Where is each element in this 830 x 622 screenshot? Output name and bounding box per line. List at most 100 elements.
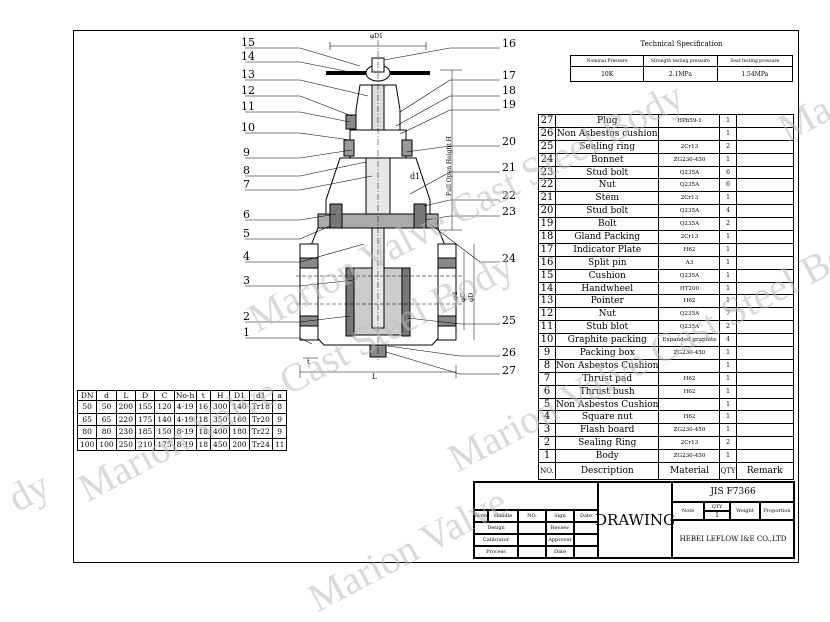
tb-no: NO. <box>518 510 546 522</box>
parts-cell-qty: 1 <box>719 449 737 464</box>
parts-cell-mat <box>658 397 721 412</box>
parts-cell-qty: 1 <box>719 126 737 141</box>
callout: 15 <box>241 36 255 49</box>
callout: 6 <box>243 208 250 221</box>
tb-process: Process <box>474 546 518 558</box>
dim-label-t: t <box>307 358 310 366</box>
parts-header-mat: Material <box>658 462 721 481</box>
tb-review: Review <box>546 522 574 534</box>
parts-cell-mat: 2Cr13 <box>658 139 721 154</box>
tb-design: Design <box>474 522 518 534</box>
dims-cell: 80 <box>76 425 98 439</box>
parts-cell-qty: 1 <box>719 371 737 386</box>
parts-cell-mat: Q235A <box>658 204 721 219</box>
parts-cell-desc: Body <box>554 449 660 464</box>
parts-cell-desc: Stem <box>554 191 660 206</box>
parts-cell-qty: 1 <box>719 230 737 244</box>
callout: 8 <box>243 164 250 177</box>
callout: 1 <box>243 326 250 339</box>
parts-cell-mat: Q235A <box>658 217 721 232</box>
dims-header: a <box>271 390 288 401</box>
parts-cell-mat: H62 <box>658 410 721 425</box>
parts-cell-remark <box>735 346 795 360</box>
parts-cell-remark <box>735 178 795 193</box>
dim-label-D1: φD1 <box>370 33 383 40</box>
callout: 14 <box>241 50 255 63</box>
callout: 26 <box>502 346 516 359</box>
dims-cell: 100 <box>76 437 98 451</box>
dims-cell: 175 <box>154 437 175 451</box>
spec-title: Technical Specification <box>640 40 723 48</box>
title-block: Note Handle NO. Sign Date Design Review … <box>473 481 795 559</box>
dims-cell: 11 <box>271 437 288 451</box>
parts-cell-qty: 1 <box>719 242 737 257</box>
dims-header: L <box>115 390 136 401</box>
dims-cell: 80 <box>96 425 117 439</box>
callout: 21 <box>502 161 516 174</box>
spec-value: 10K <box>569 66 645 82</box>
parts-cell-mat: H62 <box>658 242 721 257</box>
dims-cell: 210 <box>134 437 156 451</box>
callout: 12 <box>241 84 255 97</box>
parts-header-remark: Remark <box>735 462 795 481</box>
dims-header: D <box>134 390 156 401</box>
tb-blank <box>574 522 598 534</box>
tb-col-note: Note <box>672 502 704 520</box>
valve-drawing <box>245 40 500 378</box>
dims-cell: Tr24 <box>248 437 273 451</box>
tb-company: HEBEI LEFLOW I&E CO.,LTD <box>672 520 794 558</box>
dims-cell: 9 <box>271 425 288 439</box>
parts-cell-desc: Split pin <box>554 255 660 270</box>
parts-cell-qty: 1 <box>719 358 737 373</box>
parts-cell-mat: A3 <box>658 255 721 270</box>
parts-cell-qty: 2 <box>719 436 737 451</box>
dims-cell: 200 <box>115 400 136 414</box>
dims-header: d1 <box>248 390 273 401</box>
dims-cell: 450 <box>210 437 231 451</box>
parts-cell-remark <box>735 449 795 464</box>
tb-col-weight: Weight <box>730 502 760 520</box>
parts-cell-desc: Nut <box>554 178 660 193</box>
dims-header: DN <box>76 390 98 401</box>
parts-cell-no: 10 <box>538 333 556 348</box>
tb-col-proportion: Proportion <box>760 502 794 520</box>
parts-cell-remark <box>735 152 795 167</box>
parts-cell-mat: 2Cr13 <box>658 191 721 206</box>
parts-cell-desc: Non Asbestos Cushion <box>554 397 660 412</box>
parts-cell-remark <box>735 410 795 425</box>
dims-cell: 50 <box>96 400 117 414</box>
parts-cell-mat: ZG230-450 <box>658 152 721 167</box>
parts-cell-no: 21 <box>538 191 556 206</box>
parts-cell-mat: ZG230-450 <box>658 423 721 438</box>
parts-cell-desc: Flash board <box>554 423 660 438</box>
spec-value: 1.54MPa <box>716 66 793 82</box>
drawing-sheet <box>73 30 799 563</box>
tb-calibrator: Calibrator <box>474 534 518 546</box>
parts-cell-no: 12 <box>538 307 556 322</box>
dims-cell: 65 <box>76 412 98 426</box>
parts-cell-remark <box>735 165 795 180</box>
parts-cell-no: 16 <box>538 255 556 270</box>
dims-cell: 155 <box>134 400 156 414</box>
tb-date: Date <box>574 510 598 522</box>
parts-header-no: NO. <box>538 462 556 481</box>
parts-cell-no: 27 <box>538 114 556 128</box>
parts-cell-mat: Q235A <box>658 165 721 180</box>
parts-cell-mat: 2Cr13 <box>658 436 721 451</box>
parts-cell-qty: 4 <box>719 204 737 219</box>
parts-cell-mat: 2Cr13 <box>658 230 721 244</box>
parts-cell-remark <box>735 436 795 451</box>
